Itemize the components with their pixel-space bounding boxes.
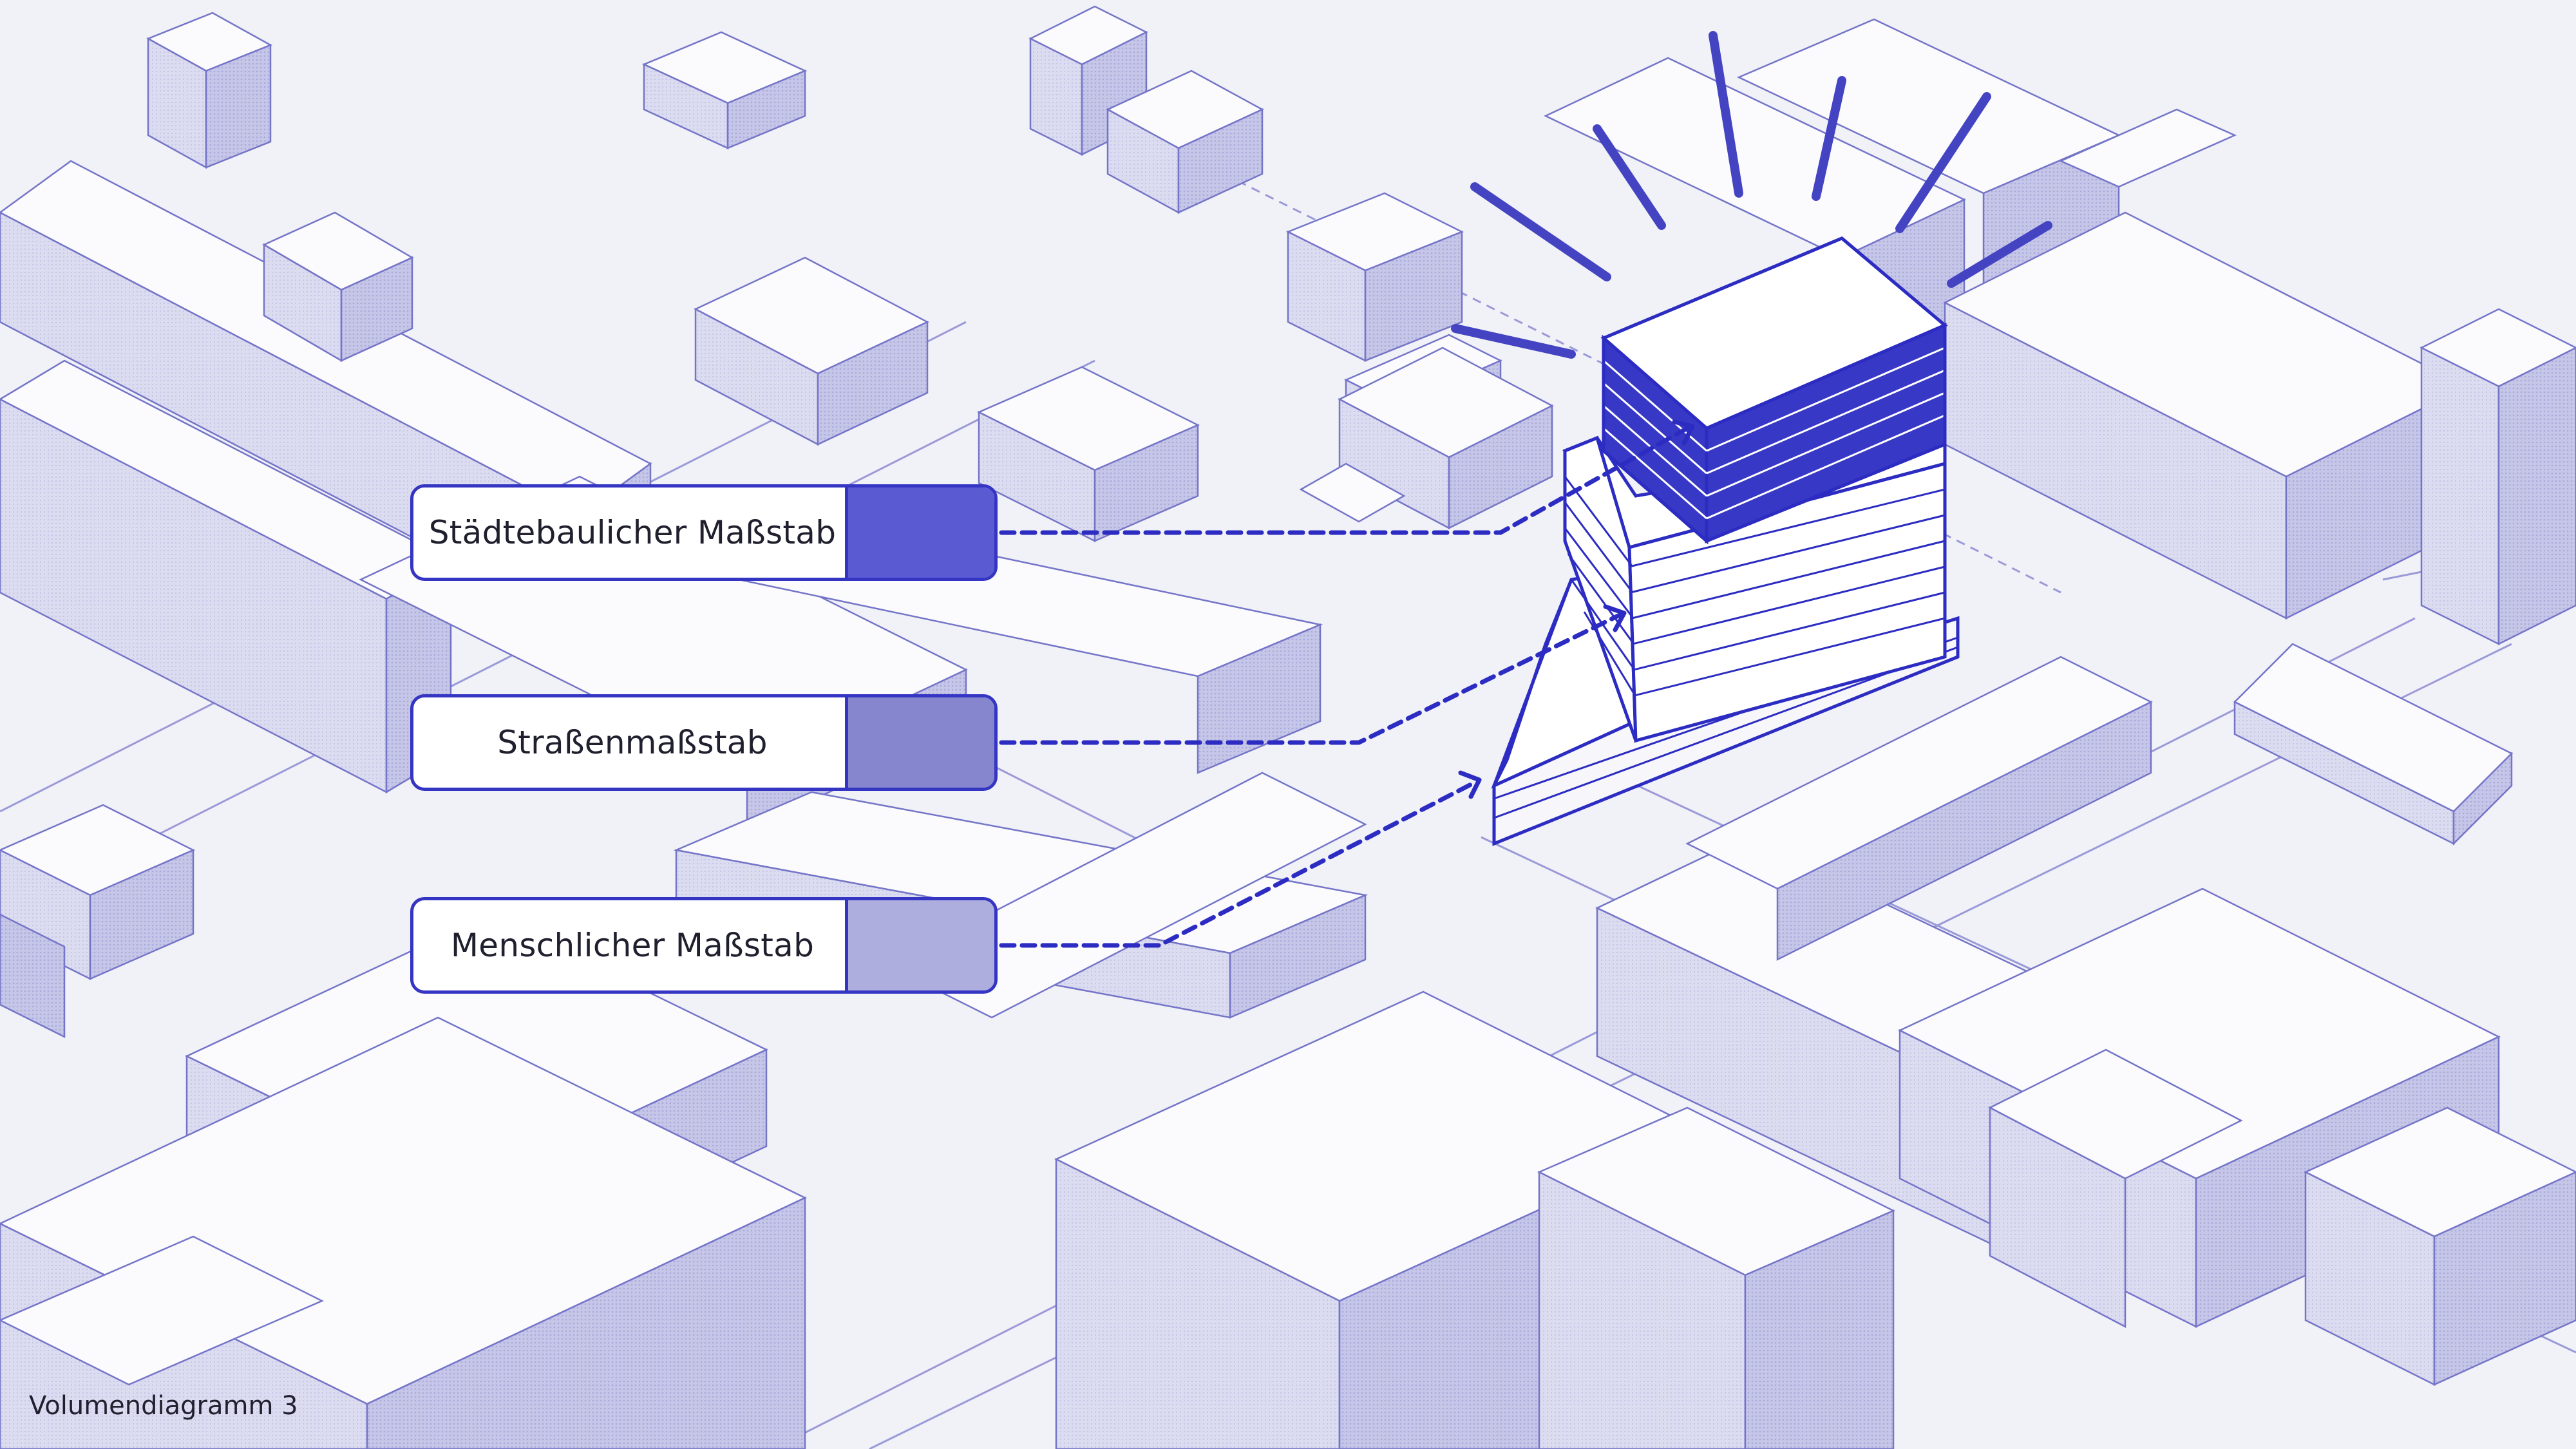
label-strassenmassstab: Straßenmaßstab bbox=[410, 694, 998, 791]
label-text: Straßenmaßstab bbox=[497, 724, 768, 761]
label-menschlicher-massstab: Menschlicher Maßstab bbox=[410, 897, 998, 994]
context-buildings bbox=[0, 5, 2576, 1449]
label-staedtebaulicher-massstab: Städtebaulicher Maßstab bbox=[410, 484, 998, 581]
label-swatch bbox=[845, 697, 994, 788]
leader-city bbox=[999, 426, 1690, 535]
emphasis-rays bbox=[1451, 31, 2052, 359]
leader-street bbox=[999, 612, 1622, 745]
middle-front bbox=[1563, 435, 1638, 741]
highlight-building bbox=[1491, 236, 1960, 846]
label-text: Städtebaulicher Maßstab bbox=[428, 514, 837, 551]
label-swatch bbox=[845, 900, 994, 990]
leader-human bbox=[999, 780, 1477, 948]
label-swatch bbox=[845, 488, 994, 578]
diagram-caption: Volumendiagramm 3 bbox=[29, 1391, 298, 1421]
leader-lines bbox=[999, 426, 1690, 948]
leader-arrowheads bbox=[1458, 419, 1695, 799]
label-text: Menschlicher Maßstab bbox=[450, 927, 815, 964]
